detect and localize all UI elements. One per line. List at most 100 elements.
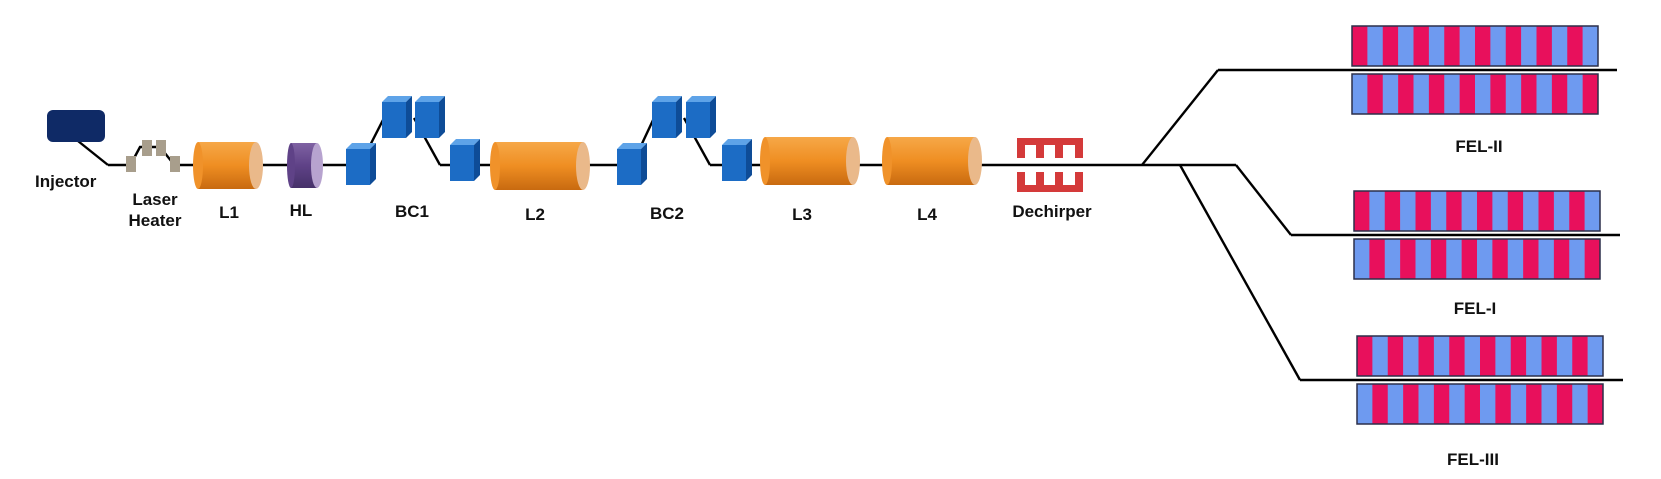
undulator-pole-blue — [1367, 26, 1384, 66]
undulator-pole-blue — [1495, 336, 1512, 376]
undulator-pole-pink — [1430, 239, 1447, 279]
undulator-pole-pink — [1536, 26, 1553, 66]
undulator-pole-pink — [1505, 26, 1522, 66]
undulator-pole-blue — [1418, 384, 1435, 424]
undulator-fel3-lower — [1356, 383, 1604, 425]
undulator-pole-pink — [1490, 74, 1507, 114]
undulator-pole-blue — [1400, 191, 1416, 231]
label-laser-heater-line2: Heater — [129, 211, 182, 230]
undulator-pole-blue — [1428, 26, 1445, 66]
label-fel1: FEL-I — [1454, 299, 1497, 318]
linac-l4-icon — [882, 137, 982, 185]
undulator-pole-pink — [1461, 239, 1478, 279]
linac-l1-icon — [193, 142, 263, 189]
undulator-pole-pink — [1553, 239, 1570, 279]
undulator-pole-blue — [1475, 74, 1491, 114]
undulator-pole-blue — [1572, 384, 1588, 424]
undulator-pole-pink — [1400, 239, 1416, 279]
undulator-pole-pink — [1352, 26, 1368, 66]
undulator-pole-blue — [1461, 191, 1478, 231]
undulator-pole-blue — [1372, 336, 1389, 376]
label-laser-heater-line1: Laser — [132, 190, 178, 209]
linac-l3-icon — [760, 137, 860, 185]
undulator-pole-pink — [1538, 191, 1555, 231]
undulator-pole-pink — [1398, 74, 1414, 114]
undulator-pole-pink — [1477, 191, 1493, 231]
undulator-pole-pink — [1459, 74, 1476, 114]
injector-icon — [47, 110, 105, 142]
undulator-pole-pink — [1449, 336, 1465, 376]
beamline-branches — [1141, 68, 1623, 382]
undulator-pole-pink — [1413, 26, 1430, 66]
undulator-pole-blue — [1403, 336, 1419, 376]
undulator-pole-pink — [1541, 336, 1558, 376]
undulator-fel1-lower — [1353, 238, 1601, 280]
undulator-pole-pink — [1444, 26, 1460, 66]
undulator-pole-pink — [1510, 336, 1527, 376]
undulator-pole-blue — [1541, 384, 1558, 424]
undulator-pole-blue — [1507, 239, 1524, 279]
label-l2: L2 — [525, 205, 545, 224]
undulator-pole-blue — [1584, 191, 1601, 231]
undulator-fel3-upper — [1356, 335, 1604, 377]
undulator-pole-blue — [1553, 191, 1570, 231]
undulator-frame — [1356, 335, 1604, 377]
undulator-pole-blue — [1538, 239, 1555, 279]
undulator-pole-blue — [1490, 26, 1507, 66]
undulator-pole-pink — [1495, 384, 1512, 424]
undulator-pole-blue — [1382, 74, 1399, 114]
undulator-frame — [1353, 190, 1601, 232]
undulator-pole-blue — [1446, 239, 1462, 279]
undulator-pole-pink — [1572, 336, 1588, 376]
undulator-pole-blue — [1415, 239, 1432, 279]
undulator-pole-blue — [1449, 384, 1465, 424]
undulator-pole-pink — [1372, 384, 1389, 424]
undulator-pole-pink — [1367, 74, 1384, 114]
undulator-fel1-upper — [1353, 190, 1601, 232]
undulator-pole-pink — [1523, 239, 1539, 279]
label-l3: L3 — [792, 205, 812, 224]
undulator-pole-pink — [1480, 336, 1496, 376]
undulator-frame — [1351, 73, 1599, 115]
label-l1: L1 — [219, 203, 239, 222]
undulator-pole-pink — [1567, 26, 1583, 66]
undulator-pole-pink — [1464, 384, 1481, 424]
undulator-pole-pink — [1418, 336, 1435, 376]
undulator-pole-pink — [1551, 74, 1568, 114]
undulator-pole-blue — [1477, 239, 1493, 279]
undulator-pole-pink — [1387, 336, 1404, 376]
undulator-frame — [1351, 25, 1599, 67]
undulator-pole-blue — [1357, 384, 1373, 424]
undulator-frame — [1353, 238, 1601, 280]
undulator-pole-pink — [1582, 74, 1599, 114]
undulator-pole-pink — [1415, 191, 1432, 231]
undulator-pole-pink — [1357, 336, 1373, 376]
undulator-pole-blue — [1526, 336, 1542, 376]
label-fel3: FEL-III — [1447, 450, 1499, 469]
undulator-pole-pink — [1382, 26, 1399, 66]
undulator-pole-pink — [1584, 239, 1601, 279]
undulator-frame — [1356, 383, 1604, 425]
undulator-pole-blue — [1492, 191, 1509, 231]
undulator-pole-blue — [1433, 336, 1450, 376]
undulator-pole-blue — [1464, 336, 1481, 376]
undulator-pole-pink — [1521, 74, 1537, 114]
linac-l2-icon — [490, 142, 590, 190]
undulator-pole-pink — [1587, 384, 1604, 424]
undulator-pole-blue — [1523, 191, 1539, 231]
harmonic-linac-icon — [287, 143, 323, 188]
undulator-pole-pink — [1526, 384, 1542, 424]
label-l4: L4 — [917, 205, 937, 224]
undulator-pole-pink — [1475, 26, 1491, 66]
undulator-pole-blue — [1430, 191, 1447, 231]
undulator-pole-blue — [1369, 191, 1386, 231]
undulator-pole-blue — [1480, 384, 1496, 424]
undulator-pole-pink — [1384, 191, 1401, 231]
bc2-chicane-icon — [617, 96, 752, 185]
undulator-pole-blue — [1551, 26, 1568, 66]
label-bc1: BC1 — [395, 202, 429, 221]
undulator-pole-blue — [1459, 26, 1476, 66]
undulator-pole-pink — [1507, 191, 1524, 231]
laser-heater-icon — [126, 140, 180, 172]
